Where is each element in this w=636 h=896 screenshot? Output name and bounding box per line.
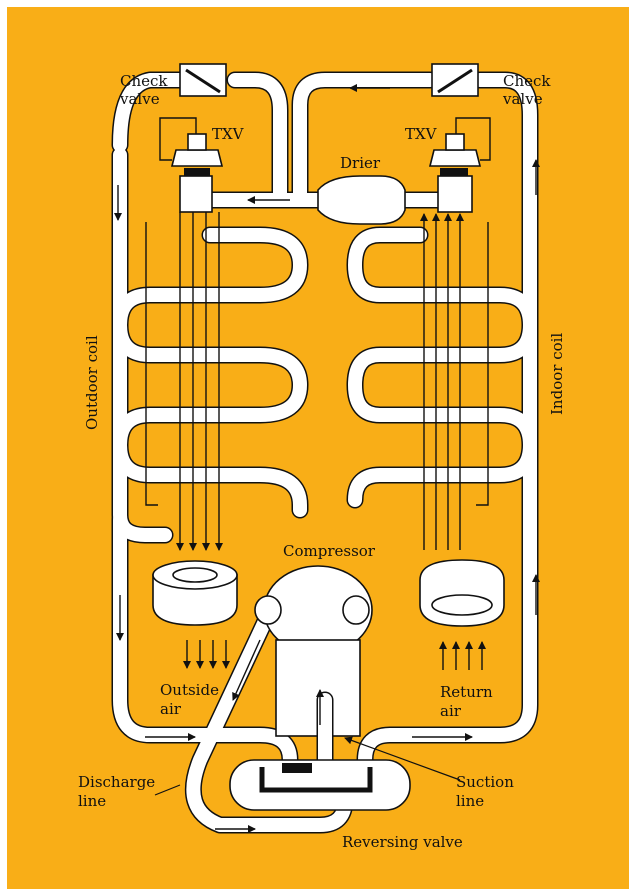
check-valve-right-label-2: valve bbox=[502, 90, 543, 108]
flow-arrows bbox=[114, 84, 540, 833]
check-valve-left-label-1: Check bbox=[120, 72, 168, 90]
indoor-coil-frame bbox=[476, 222, 489, 506]
drier-label: Drier bbox=[340, 154, 381, 172]
check-valve-left-label-2: valve bbox=[119, 90, 160, 108]
discharge-line-label-1: Discharge bbox=[78, 773, 155, 791]
discharge-leader bbox=[154, 784, 181, 796]
compressor bbox=[254, 565, 373, 769]
outside-air-arrows bbox=[183, 640, 230, 669]
outdoor-airflow-arrows bbox=[176, 212, 223, 551]
indoor-coil-label: Indoor coil bbox=[548, 333, 566, 415]
discharge-line-label-2: line bbox=[78, 792, 106, 810]
check-valve-right bbox=[431, 63, 479, 97]
outdoor-coil-label: Outdoor coil bbox=[83, 335, 101, 430]
indoor-airflow-arrows bbox=[420, 213, 464, 550]
txv-left bbox=[159, 117, 224, 213]
check-valve-left bbox=[179, 63, 227, 97]
return-air-arrows bbox=[439, 641, 486, 670]
outdoor-coil-frame bbox=[145, 222, 158, 506]
reversing-valve bbox=[229, 759, 411, 811]
suction-leader bbox=[344, 736, 461, 781]
outdoor-fan bbox=[152, 560, 238, 626]
txv-right-label: TXV bbox=[405, 125, 438, 143]
return-air-label-2: air bbox=[440, 702, 462, 720]
compressor-label: Compressor bbox=[283, 542, 376, 560]
outside-air-label-2: air bbox=[160, 700, 182, 718]
indoor-fan bbox=[419, 559, 505, 627]
drier-shape bbox=[317, 175, 406, 225]
txv-left-label: TXV bbox=[212, 125, 245, 143]
suction-line-label-2: line bbox=[456, 792, 484, 810]
reversing-valve-label: Reversing valve bbox=[342, 833, 463, 851]
return-air-label-1: Return bbox=[440, 683, 493, 701]
check-valve-right-label-1: Check bbox=[503, 72, 551, 90]
outside-air-label-1: Outside bbox=[160, 681, 219, 699]
txv-right bbox=[428, 117, 491, 213]
suction-line-label-1: Suction bbox=[456, 773, 514, 791]
